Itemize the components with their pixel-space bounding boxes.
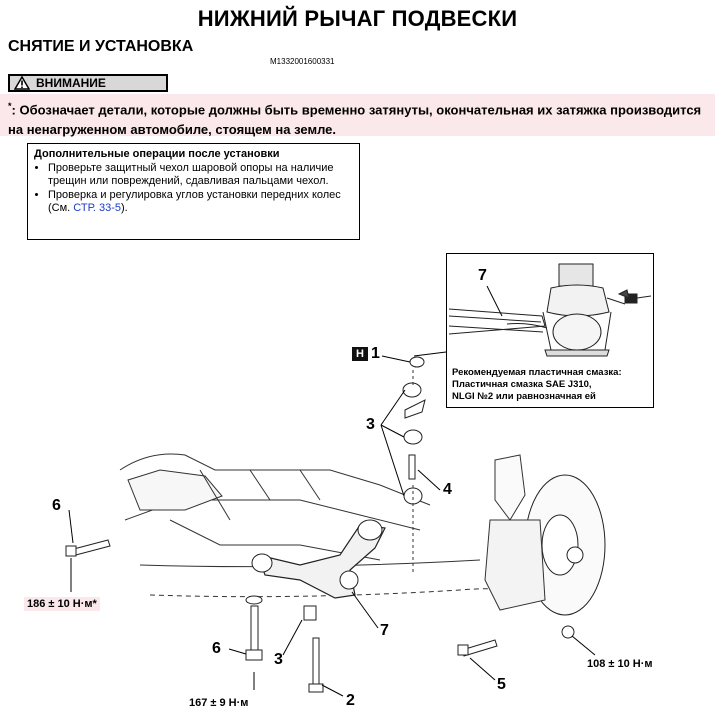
callout-3-top: 3 [366, 416, 375, 433]
lower-arm [257, 524, 386, 599]
page-title: НИЖНИЙ РЫЧАГ ПОДВЕСКИ [197, 6, 518, 31]
grease-caption-line: Рекомендуемая пластичная смазка: [452, 367, 622, 378]
post-install-item-text: Проверьте защитный чехол шаровой опоры н… [48, 162, 334, 187]
inset-callout-7: 7 [478, 267, 487, 284]
post-install-title: Дополнительные операции после установки [34, 148, 280, 160]
callout-2: 2 [346, 692, 355, 709]
callout-1: 1 [371, 345, 380, 362]
callout-4: 4 [443, 481, 452, 498]
callout-7: 7 [380, 622, 389, 639]
warning-note-text: : Обозначает детали, которые должны быть… [8, 102, 702, 138]
warning-triangle-icon [14, 76, 30, 90]
post-install-box: Дополнительные операции после установки … [27, 143, 360, 240]
warning-badge-label: ВНИМАНИЕ [36, 76, 106, 90]
warning-note: *: Обозначает детали, которые должны быт… [0, 94, 715, 138]
strut-lower [494, 454, 526, 521]
post-install-list: Проверьте защитный чехол шаровой опоры н… [34, 162, 353, 215]
torque-167: 167 ± 9 Н·м [189, 697, 249, 709]
grease-caption-line: Пластичная смазка SAE J310, [452, 379, 592, 390]
post-install-item-suffix: ). [120, 202, 128, 214]
grease-caption: Рекомендуемая пластичная смазка: Пластич… [452, 367, 652, 403]
warning-badge: ВНИМАНИЕ [8, 74, 168, 92]
post-install-item: Проверка и регулировка углов установки п… [48, 189, 353, 215]
subframe-outline [119, 453, 431, 506]
torque-108: 108 ± 10 Н·м [587, 658, 653, 670]
callout-5: 5 [497, 676, 506, 693]
section-title: СНЯТИЕ И УСТАНОВКА [8, 38, 194, 55]
ball-joint-illustration [448, 263, 652, 357]
grease-inset [446, 253, 654, 408]
post-install-item: Проверьте защитный чехол шаровой опоры н… [48, 162, 353, 188]
torque-186: 186 ± 10 Н·м* [24, 597, 100, 611]
h-badge: H [352, 347, 368, 361]
grease-caption-line: NLGI №2 или равнозначная ей [452, 391, 596, 402]
callout-6-top: 6 [52, 497, 61, 514]
callout-6-bottom: 6 [212, 640, 221, 657]
callout-3-bottom: 3 [274, 651, 283, 668]
document-code: M1332001600331 [270, 57, 335, 66]
asterisk-mark: * [8, 101, 12, 111]
post-install-item-text: Проверка и регулировка углов установки п… [48, 189, 341, 214]
page-reference-link[interactable]: СТР. 33-5 [73, 202, 121, 214]
